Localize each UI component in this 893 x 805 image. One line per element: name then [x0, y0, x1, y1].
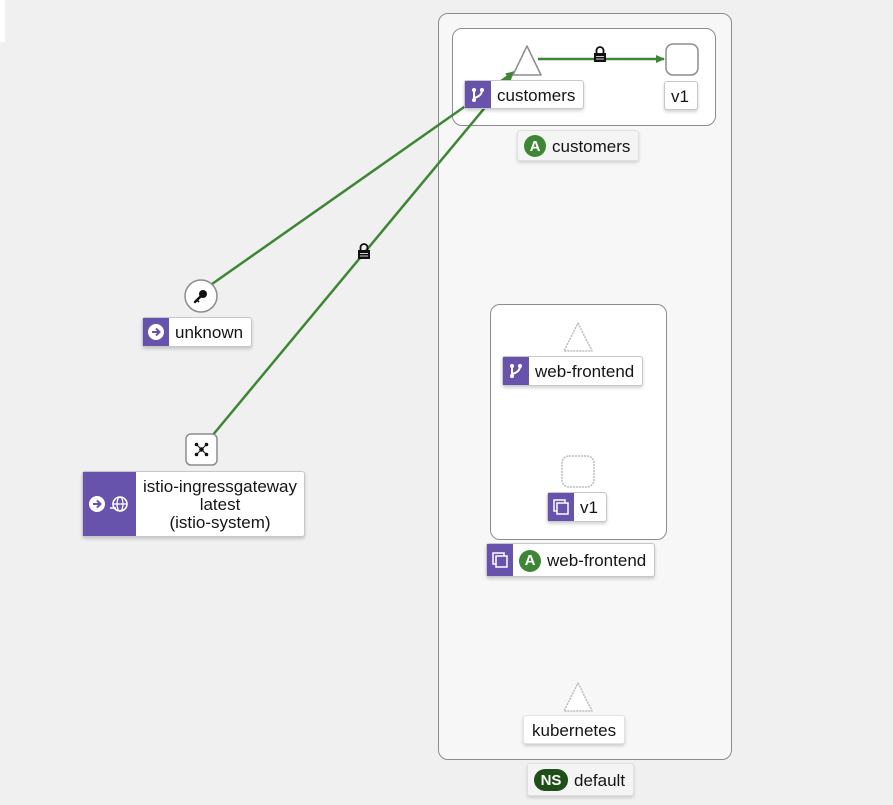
external-label-ingressgateway[interactable]: istio-ingressgateway latest (istio-syste… — [82, 471, 306, 537]
ingressgateway-badge — [83, 472, 136, 536]
service-branch-icon — [465, 81, 491, 108]
arrow-right-icon — [89, 496, 105, 512]
gateway-icon — [194, 442, 209, 457]
app-badge: A — [524, 135, 546, 157]
lock-icon — [594, 46, 606, 62]
service-node-kubernetes[interactable] — [563, 682, 593, 712]
corner-panel — [0, 0, 5, 42]
namespace-badge: NS — [534, 769, 568, 791]
workload-node-web-frontend-v1[interactable] — [561, 455, 595, 488]
version-label-web-frontend-v1[interactable]: v1 — [547, 492, 607, 522]
service-node-web-frontend[interactable] — [563, 322, 593, 352]
workloads-icon — [487, 544, 513, 576]
edge-unknown-to-customers[interactable] — [211, 70, 515, 286]
key-icon — [193, 290, 207, 304]
service-label-web-frontend[interactable]: web-frontend — [502, 356, 644, 386]
version-label-customers-v1[interactable]: v1 — [664, 81, 698, 110]
workloads-icon — [548, 493, 574, 521]
workload-node-customers-v1[interactable] — [665, 43, 699, 76]
arrow-right-icon — [143, 318, 169, 346]
external-label-unknown[interactable]: unknown — [142, 317, 253, 347]
service-label-customers[interactable]: customers — [464, 80, 585, 109]
service-label-kubernetes[interactable]: kubernetes — [523, 715, 626, 744]
app-badge: A — [519, 549, 541, 572]
lock-icon — [358, 243, 370, 259]
service-branch-icon — [503, 357, 529, 385]
service-node-customers[interactable] — [512, 45, 542, 76]
globe-icon — [110, 496, 128, 512]
